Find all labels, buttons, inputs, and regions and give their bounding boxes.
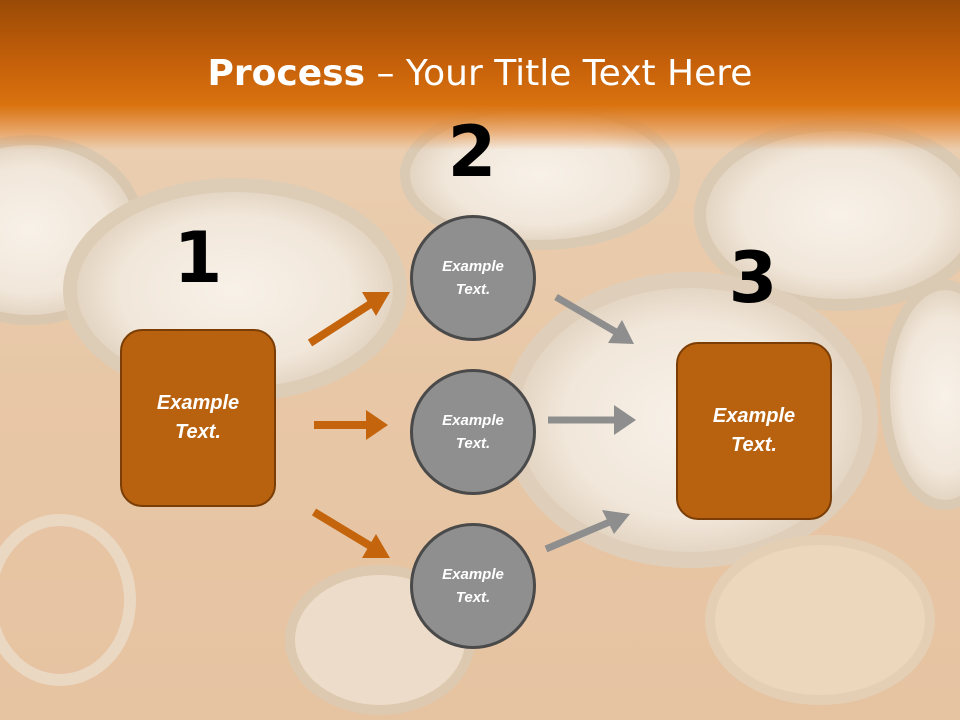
step-2-circle-bottom[interactable]: Example Text. bbox=[410, 523, 536, 649]
circle-bottom-label: Example Text. bbox=[442, 566, 504, 606]
title-rest-part: – Your Title Text Here bbox=[365, 53, 753, 94]
title-bar bbox=[0, 0, 960, 150]
step-2-circle-middle[interactable]: Example Text. bbox=[410, 369, 536, 495]
step-number-2: 2 bbox=[447, 111, 497, 193]
arrow-from-circle-bottom bbox=[544, 510, 630, 553]
step-3-box[interactable]: Example Text. bbox=[676, 342, 832, 520]
arrow-from-circle-top bbox=[554, 293, 634, 344]
step-1-box[interactable]: Example Text. bbox=[120, 329, 276, 507]
step-1-box-label: Example Text. bbox=[156, 392, 240, 443]
title-bold-part: Process bbox=[207, 53, 366, 94]
step-number-1: 1 bbox=[173, 217, 223, 299]
circle-middle-label: Example Text. bbox=[442, 412, 504, 452]
step-2-circle-top[interactable]: Example Text. bbox=[410, 215, 536, 341]
arrow-to-circle-middle bbox=[314, 410, 388, 440]
slide-title: Process – Your Title Text Here bbox=[0, 52, 960, 96]
arrow-to-circle-bottom bbox=[311, 508, 390, 558]
step-number-3: 3 bbox=[728, 237, 778, 319]
arrow-to-circle-top bbox=[307, 292, 390, 347]
step-3-box-label: Example Text. bbox=[712, 405, 796, 456]
arrow-from-circle-middle bbox=[548, 405, 636, 435]
circle-top-label: Example Text. bbox=[442, 258, 504, 298]
